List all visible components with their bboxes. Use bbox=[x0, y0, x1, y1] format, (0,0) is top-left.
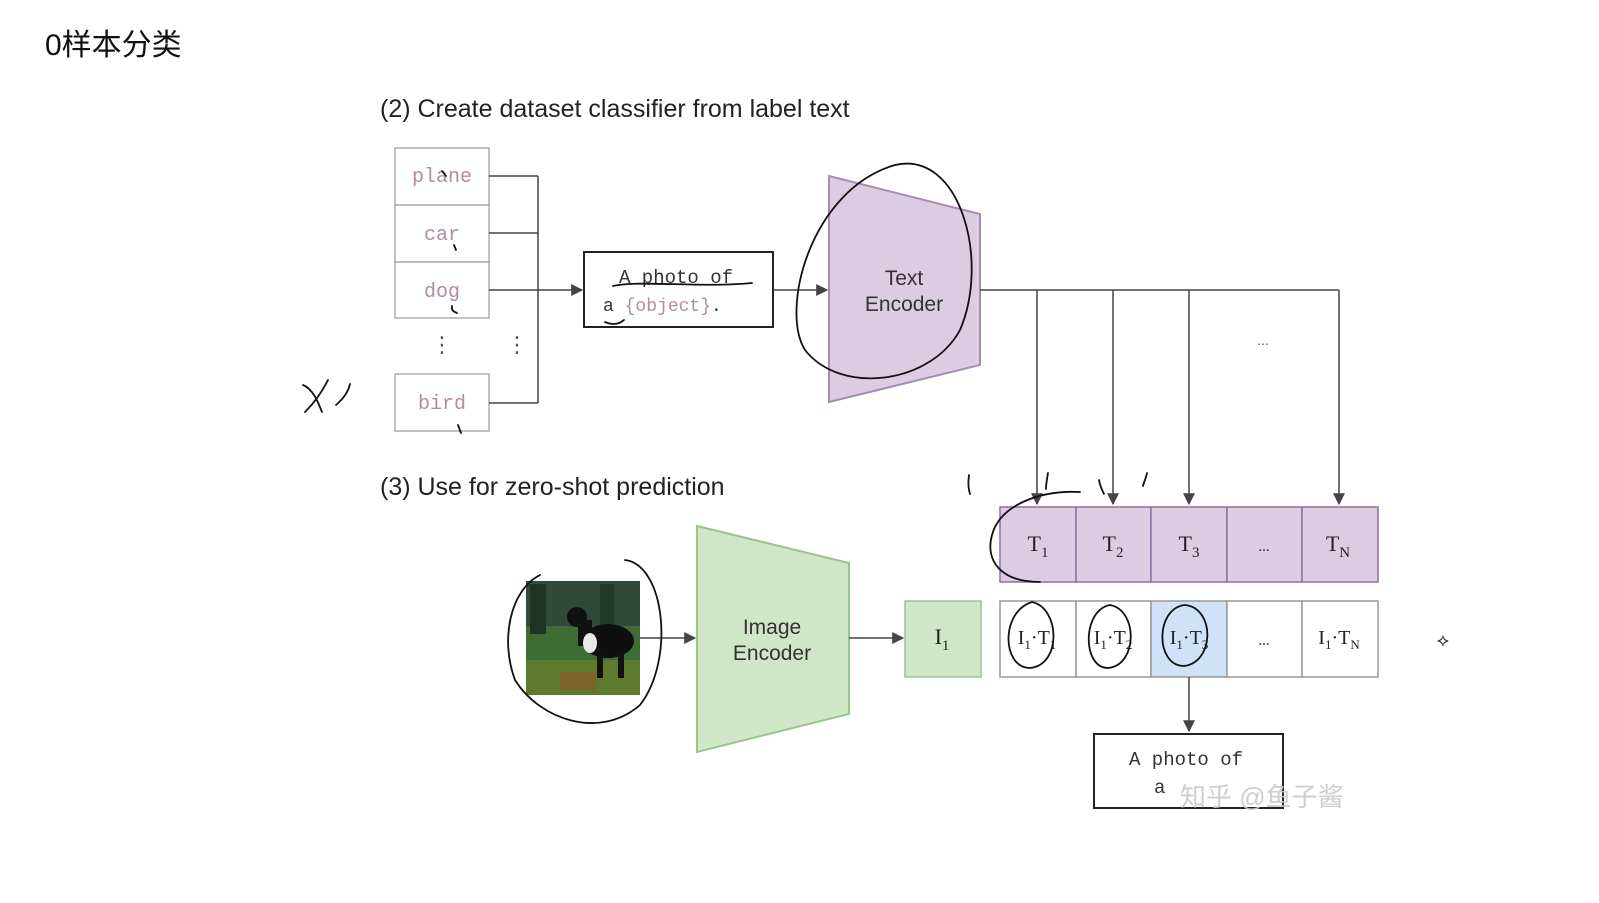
underline-template bbox=[612, 282, 753, 287]
text-embedding-connectors bbox=[980, 289, 1345, 506]
product-label-3: I1·T3 bbox=[1170, 627, 1209, 652]
label-dog: dog bbox=[424, 281, 460, 304]
product-label-n: I1·TN bbox=[1318, 627, 1360, 652]
label-plane: plane bbox=[412, 166, 472, 189]
product-cell bbox=[1226, 600, 1303, 678]
text-encoder-label-1: Text bbox=[885, 267, 924, 290]
label-box-plane bbox=[394, 147, 490, 206]
circle-text-encoder bbox=[795, 162, 973, 380]
image-encoder bbox=[696, 524, 850, 754]
prompt-template-box bbox=[583, 251, 774, 328]
product-label-ellipsis: ... bbox=[1258, 633, 1269, 649]
t-label-3: T3 bbox=[1179, 531, 1200, 561]
sparkle-icon: ⟡ bbox=[1437, 630, 1449, 650]
step2-heading: (2) Create dataset classifier from label… bbox=[380, 95, 850, 123]
watermark: 知乎 @鱼子酱 bbox=[1180, 782, 1344, 812]
product-label-2: I1·T2 bbox=[1094, 627, 1133, 652]
circle-t1 bbox=[989, 490, 1081, 583]
label-car: car bbox=[424, 224, 460, 247]
input-photo bbox=[526, 581, 640, 695]
vdots-right: ⋮ bbox=[506, 332, 528, 357]
product-cell bbox=[999, 600, 1077, 678]
slide-title: 0样本分类 bbox=[45, 29, 182, 62]
label-bird: bird bbox=[418, 393, 466, 416]
template-line2: a {object}. bbox=[603, 297, 722, 317]
circle-product-1 bbox=[1007, 601, 1055, 669]
template-line1: A photo of bbox=[619, 267, 733, 289]
output-line1: A photo of bbox=[1129, 749, 1243, 771]
label-box-car bbox=[394, 204, 490, 263]
text-encoder bbox=[828, 174, 981, 404]
t-cell bbox=[1226, 506, 1303, 583]
ellipsis-embeddings: ... bbox=[1257, 332, 1269, 348]
output-line2: a bbox=[1154, 777, 1165, 799]
t-label-n: TN bbox=[1326, 531, 1350, 561]
circle-product-2 bbox=[1087, 604, 1132, 669]
label-connectors bbox=[489, 175, 584, 404]
t-label-1: T1 bbox=[1028, 531, 1049, 561]
text-encoder-label-2: Encoder bbox=[865, 293, 943, 316]
similarity-row: I1·T1 I1·T2 I1·T3 ... I1·TN bbox=[999, 600, 1379, 678]
i1-label: I1 bbox=[935, 624, 950, 654]
t-label-2: T2 bbox=[1103, 531, 1124, 561]
label-box-dog bbox=[394, 261, 490, 319]
label-list: plane car dog bird ⋮ ⋮ bbox=[394, 147, 528, 432]
circle-product-3 bbox=[1161, 604, 1209, 667]
t-label-ellipsis: ... bbox=[1258, 539, 1269, 555]
circle-photo bbox=[507, 559, 663, 724]
step3-heading: (3) Use for zero-shot prediction bbox=[380, 473, 725, 501]
t-row: T1 T2 T3 ... TN bbox=[999, 506, 1379, 583]
image-encoder-label-1: Image bbox=[743, 616, 801, 639]
t-cell bbox=[999, 506, 1077, 583]
t-cell bbox=[1075, 506, 1152, 583]
handwritten-annotations bbox=[302, 162, 1209, 724]
handwritten-x-mark bbox=[302, 379, 351, 413]
vdots-left: ⋮ bbox=[431, 332, 453, 357]
product-cell bbox=[1301, 600, 1379, 678]
product-cell-highlighted bbox=[1150, 600, 1228, 678]
prediction-output-box bbox=[1093, 733, 1284, 809]
image-encoder-label-2: Encoder bbox=[733, 642, 811, 665]
image-embedding-cell bbox=[904, 600, 982, 678]
t-cell bbox=[1301, 506, 1379, 583]
